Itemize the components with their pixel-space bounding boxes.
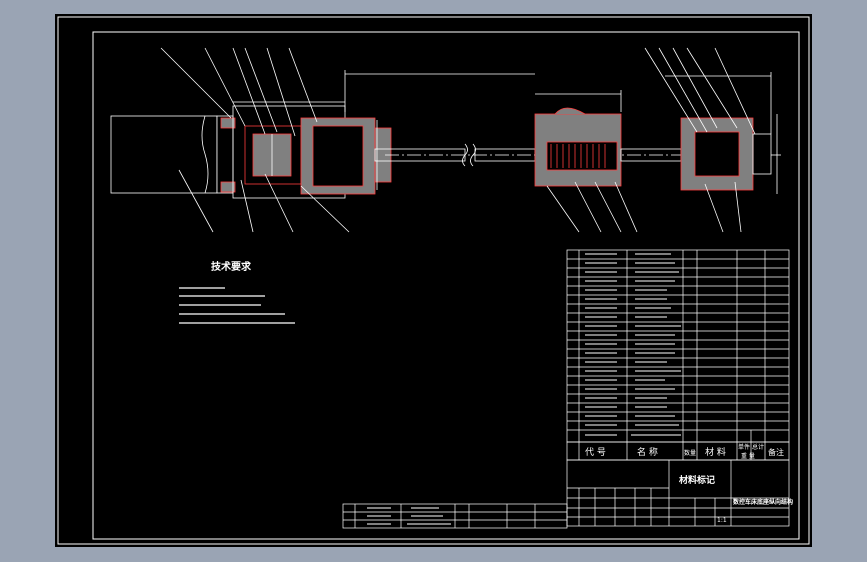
- inner-border: [92, 31, 800, 540]
- motor-break-line: [201, 115, 209, 194]
- ball-nut: [546, 141, 618, 171]
- material-mark-label: 材料标记: [678, 474, 715, 486]
- lower-parts-table: [342, 503, 568, 529]
- header-code: 代 号: [585, 447, 606, 458]
- title-block: 材料标记 数控车床底座纵向结构 1:1: [566, 459, 793, 527]
- header-name: 名 称: [637, 446, 658, 458]
- motor-block: [110, 115, 218, 194]
- drawing-title: 数控车床底座纵向结构: [733, 498, 793, 506]
- header-material: 材 料: [705, 446, 726, 458]
- lock-nut: [752, 133, 772, 175]
- cad-sheet: [55, 14, 812, 547]
- scale-value: 1:1: [717, 517, 727, 524]
- assembly-view: [110, 47, 781, 233]
- parts-table: 代 号 名 称 数量 材 料 单件 总计 重 量 备注: [566, 249, 790, 461]
- header-total: 总计: [752, 443, 764, 451]
- header-weight: 重 量: [741, 452, 755, 460]
- tech-req-title: 技术要求: [211, 260, 252, 273]
- technical-requirements: 技术要求: [179, 260, 295, 324]
- outer-border: [57, 16, 810, 545]
- cad-drawing: 技术要求: [57, 16, 810, 545]
- header-note: 备注: [768, 447, 784, 457]
- header-unit: 单件: [738, 443, 750, 451]
- header-qty: 数量: [684, 449, 696, 457]
